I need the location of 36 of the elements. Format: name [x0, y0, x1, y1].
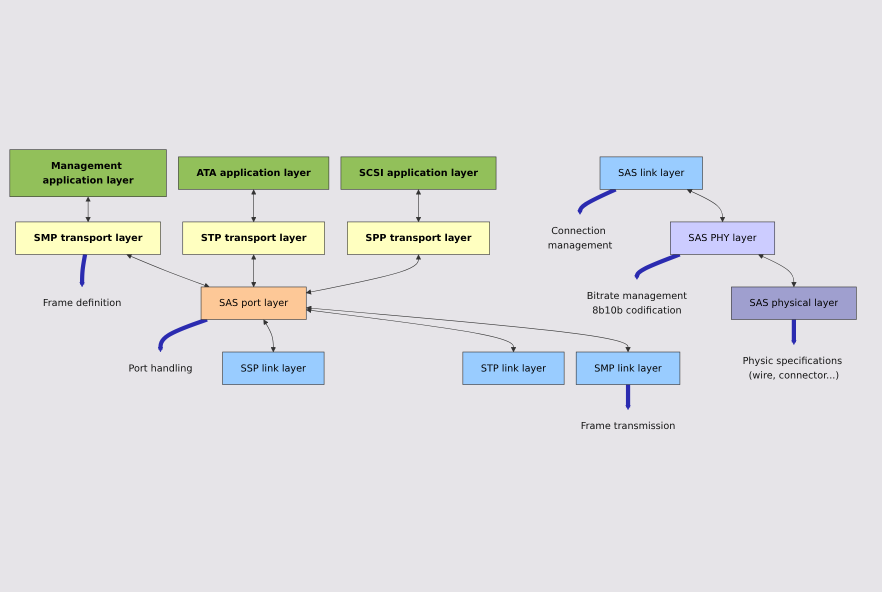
node-text: Connection management: [548, 224, 612, 251]
arrow: [158, 318, 208, 352]
node-box: SCSI application layer: [340, 156, 496, 190]
arrow: [251, 189, 256, 222]
arrow: [416, 189, 422, 222]
node-box: SPP transport layer: [347, 222, 490, 255]
arrow: [263, 319, 276, 352]
node-box: SAS PHY layer: [670, 222, 776, 255]
node-box: STP transport layer: [182, 222, 325, 255]
arrow: [306, 254, 422, 295]
node-text: Bitrate management 8b10b codification: [586, 290, 688, 316]
node-box: SSP link layer: [222, 352, 324, 385]
node-box: Management application layer: [10, 149, 167, 197]
arrow: [758, 254, 797, 288]
arrow: [79, 254, 88, 288]
arrow: [306, 308, 516, 352]
arrow: [791, 320, 797, 346]
arrow: [577, 187, 616, 215]
node-box: STP link layer: [462, 352, 564, 385]
node-box: SMP link layer: [576, 352, 680, 385]
node-text: Physic specifications (wire, connector...): [742, 355, 842, 381]
arrow: [306, 306, 631, 352]
node-box: SMP transport layer: [15, 222, 161, 255]
node-box: SAS physical layer: [731, 286, 857, 320]
arrow: [686, 189, 726, 222]
node-text: Frame transmission: [580, 420, 676, 432]
node-text: Frame definition: [42, 297, 122, 309]
node-box: SAS link layer: [600, 156, 703, 190]
arrow: [126, 254, 210, 288]
arrow: [634, 252, 680, 280]
node-text: Port handling: [128, 362, 192, 374]
arrow: [251, 254, 256, 288]
arrow: [85, 196, 91, 222]
node-box: ATA application layer: [178, 156, 330, 190]
node-box: SAS port layer: [200, 286, 307, 320]
arrow: [625, 384, 631, 410]
